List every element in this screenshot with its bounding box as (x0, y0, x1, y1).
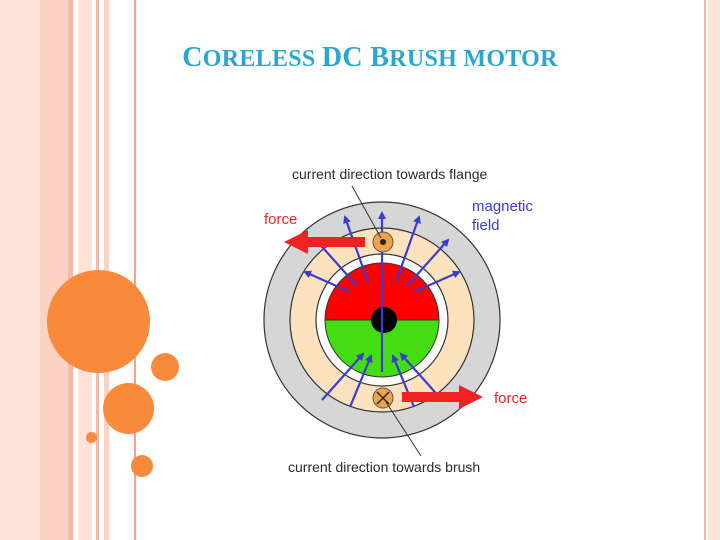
decor-stripe (134, 0, 136, 540)
label-magnetic-field: magnetic field (472, 197, 533, 235)
decor-stripe (40, 0, 68, 540)
label-force-top: force (264, 211, 298, 228)
title-part: ORELESS (202, 46, 322, 72)
force-arrow-top (284, 230, 365, 254)
field-arrow (413, 270, 461, 294)
label-current-brush: current direction towards brush (288, 459, 481, 475)
title-part: C (182, 42, 203, 73)
label-current-flange: current direction towards flange (292, 166, 488, 182)
field-arrow (321, 352, 365, 401)
decor-stripe (68, 0, 73, 540)
field-arrow (348, 354, 373, 408)
field-arrow (343, 215, 370, 283)
force-arrow-bottom (402, 385, 483, 409)
decor-circle-tiny (86, 432, 97, 443)
decor-circle-large (47, 270, 150, 373)
decor-circle-small (151, 353, 179, 381)
title-part: DC B (321, 42, 390, 73)
decor-circle-small (131, 455, 153, 477)
decor-circle-medium (103, 383, 154, 434)
decor-stripe (0, 0, 40, 540)
leader-line-brush (385, 401, 422, 457)
conductor-cross (376, 391, 390, 405)
decor-stripe-right (704, 0, 706, 540)
decor-stripe (78, 0, 92, 540)
decor-stripe-right (708, 0, 720, 540)
field-arrow (394, 215, 421, 283)
conductor-dot (380, 239, 386, 245)
field-arrow (314, 238, 358, 287)
slide-title: CORELESS DC BRUSH MOTOR (0, 42, 720, 74)
label-magnetic-line1: magnetic (472, 198, 533, 215)
title-part: RUSH MOTOR (389, 46, 558, 72)
label-magnetic-line2: field (472, 217, 500, 234)
shaft (371, 307, 397, 333)
leader-line-flange (351, 185, 382, 239)
field-arrow (303, 270, 351, 294)
field-arrow (406, 238, 450, 287)
label-force-bottom: force (494, 390, 528, 407)
